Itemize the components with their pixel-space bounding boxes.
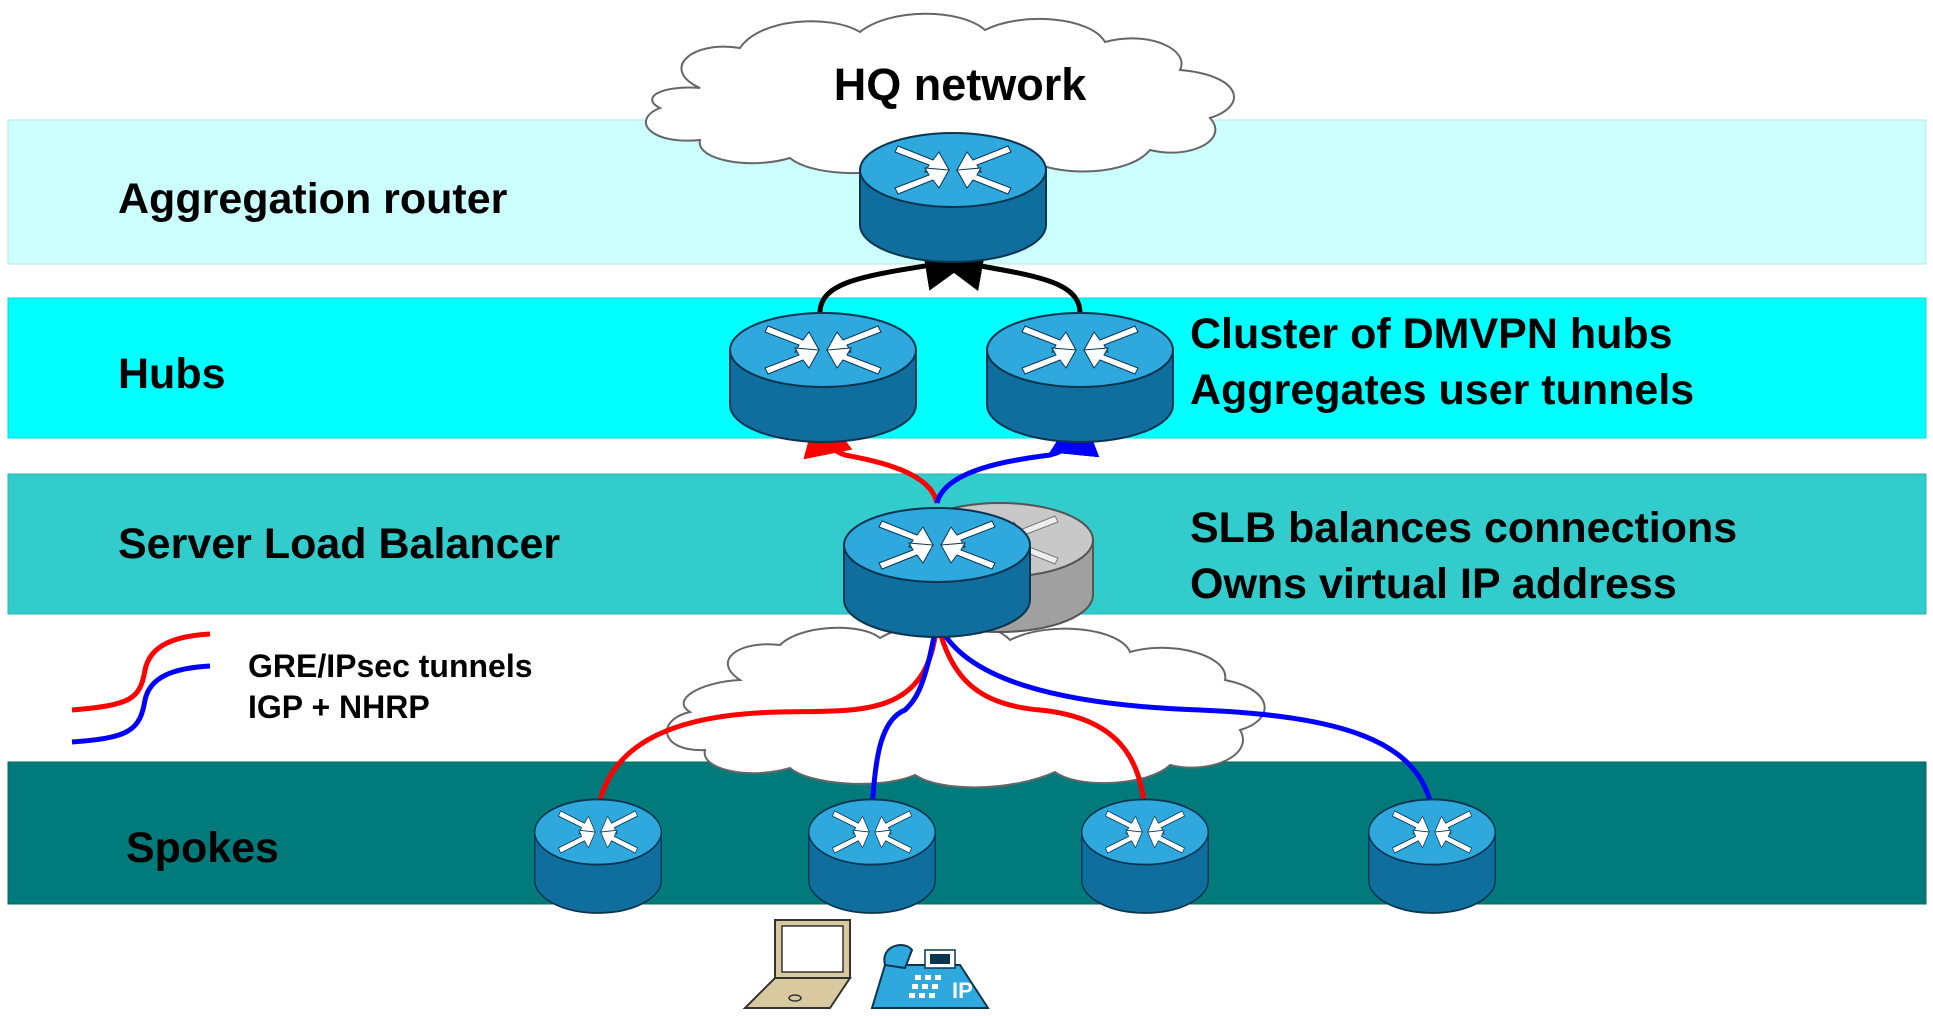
cloud-title: HQ network	[834, 59, 1088, 110]
aggregation-router-icon	[859, 132, 1047, 263]
laptop-icon	[742, 919, 852, 1009]
tier-label-aggregation: Aggregation router	[118, 175, 508, 223]
spoke4-blue-tunnel	[934, 619, 1435, 811]
legend: GRE/IPsec tunnels IGP + NHRP	[71, 631, 533, 745]
slb-description-line2: Owns virtual IP address	[1190, 560, 1677, 608]
hub-description-line1: Cluster of DMVPN hubs	[1190, 310, 1673, 358]
hub-description-line2: Aggregates user tunnels	[1190, 366, 1694, 414]
legend-blue-swatch	[71, 663, 211, 745]
spoke3-router-icon	[1080, 798, 1210, 914]
ip-phone-label: IP	[952, 978, 973, 1003]
ip-phone-icon: IP	[870, 944, 990, 1009]
tier-label-hubs: Hubs	[118, 350, 226, 398]
tier-band-hubs	[7, 297, 1927, 439]
spoke2-router-icon	[807, 798, 937, 914]
spoke4-router-icon	[1367, 798, 1497, 914]
spoke2-blue-tunnel	[869, 619, 940, 811]
hub2-to-aggregation-link	[933, 241, 1083, 314]
tier-label-slb: Server Load Balancer	[118, 520, 560, 568]
transport-cloud	[666, 621, 1266, 789]
legend-red-swatch	[71, 631, 211, 713]
hq-network-cloud	[645, 12, 1235, 178]
spoke1-router-icon	[533, 798, 663, 914]
slb-router-icon	[843, 507, 1031, 638]
hub2-router-icon	[986, 312, 1174, 443]
spoke1-red-tunnel	[595, 619, 940, 811]
tier-label-spokes: Spokes	[126, 824, 279, 872]
spoke3-red-tunnel	[934, 619, 1148, 811]
hub1-router-icon	[729, 312, 917, 443]
hub1-to-aggregation-link	[817, 241, 975, 314]
legend-label-igp: IGP + NHRP	[248, 689, 430, 725]
legend-label-tunnels: GRE/IPsec tunnels	[248, 648, 533, 684]
slb-description-line1: SLB balances connections	[1190, 504, 1737, 552]
